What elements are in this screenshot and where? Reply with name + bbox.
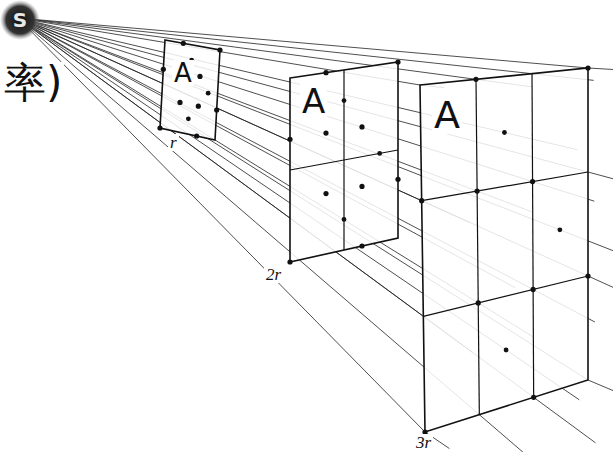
area-panel: A bbox=[290, 62, 398, 262]
light-ray bbox=[18, 18, 425, 432]
source-letter: S bbox=[13, 10, 27, 30]
area-letter: A bbox=[172, 60, 194, 86]
distance-label: 2r bbox=[264, 266, 283, 283]
distance-label: r bbox=[168, 134, 179, 151]
heading-fragment: 率) bbox=[2, 62, 64, 104]
light-ray bbox=[18, 18, 588, 68]
frustum-edge bbox=[588, 380, 613, 394]
light-ray bbox=[18, 18, 531, 87]
light-ray bbox=[18, 18, 594, 80]
area-letter: A bbox=[432, 96, 462, 134]
distance-label: 3r bbox=[414, 434, 433, 451]
light-ray bbox=[18, 18, 596, 443]
area-panel: A bbox=[160, 40, 220, 140]
area-panel: A bbox=[420, 68, 588, 432]
area-letter: A bbox=[300, 84, 327, 118]
panel-outline bbox=[160, 40, 220, 140]
frustum-edge bbox=[588, 68, 613, 70]
light-source: S bbox=[0, 0, 40, 40]
